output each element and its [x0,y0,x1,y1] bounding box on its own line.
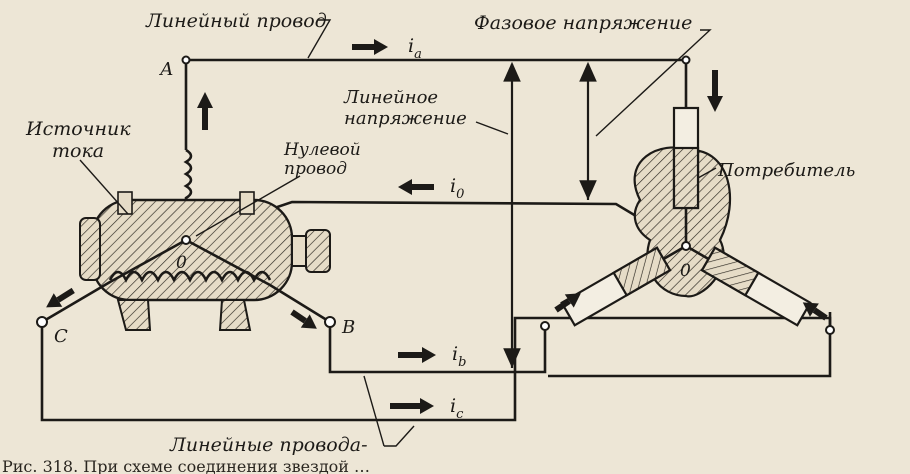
node-a-terminal [181,55,191,65]
node-a-label: А [158,59,174,80]
node-c-label: С [54,326,68,347]
current-arrow-c [390,398,434,414]
consumer-load [560,106,812,327]
load-left-terminal [540,321,550,331]
current-a-label: ia [408,35,422,62]
leader-neutral [195,175,301,237]
phase-a-coil [183,148,193,214]
node-b-label: В [341,317,355,338]
figure-caption: Рис. 318. При схеме соединения звездой … [2,457,370,474]
phase-c-arrow [46,287,75,308]
load-neutral-node [681,241,691,251]
load-neutral-label: 0 [680,261,691,281]
load-left-arrow [554,293,581,313]
consumer-label: Потребитель [717,160,855,181]
source-neutral-label: 0 [176,253,187,273]
current-source-generator [79,191,331,331]
current-arrow-0 [398,179,434,195]
line-wire-b [328,322,547,374]
node-b-terminal [324,316,336,328]
linear-wire-label: Линейный провод [145,10,327,32]
source-neutral-node [181,235,191,245]
source-label-1: Источник [25,118,131,140]
phase-b-arrow [290,309,317,329]
load-down-arrow [707,70,723,112]
leader-line-voltage [475,121,509,135]
linear-wires-label: Линейные провода- [169,434,368,456]
neutral-label-1: Нулевой [283,140,361,160]
current-arrow-b [398,347,436,363]
leader-source [79,159,129,215]
source-label-2: тока [52,140,104,162]
load-top-terminal [681,55,691,65]
line-voltage-label-2: напряжение [344,108,467,129]
load-right-arrow [802,302,828,321]
leader-consumer [697,167,717,179]
current-0-label: i0 [450,175,464,202]
current-b-label: ib [452,343,466,370]
node-c-terminal [36,316,48,328]
current-c-label: ic [450,395,464,422]
current-arrow-a [352,39,388,55]
source-wire-b [185,238,331,324]
leader-linear-wires [363,375,415,447]
leader-phase-voltage [595,29,712,137]
phase-voltage-label: Фазовое напряжение [474,12,692,34]
phase-a-up-arrow [197,92,213,130]
line-wire-c [40,316,832,422]
leader-linear-wire [307,19,332,59]
source-wire-c [41,238,187,324]
neutral-label-2: провод [284,159,347,179]
load-right-terminal [825,325,835,335]
line-voltage-label-1: Линейное [343,87,438,108]
